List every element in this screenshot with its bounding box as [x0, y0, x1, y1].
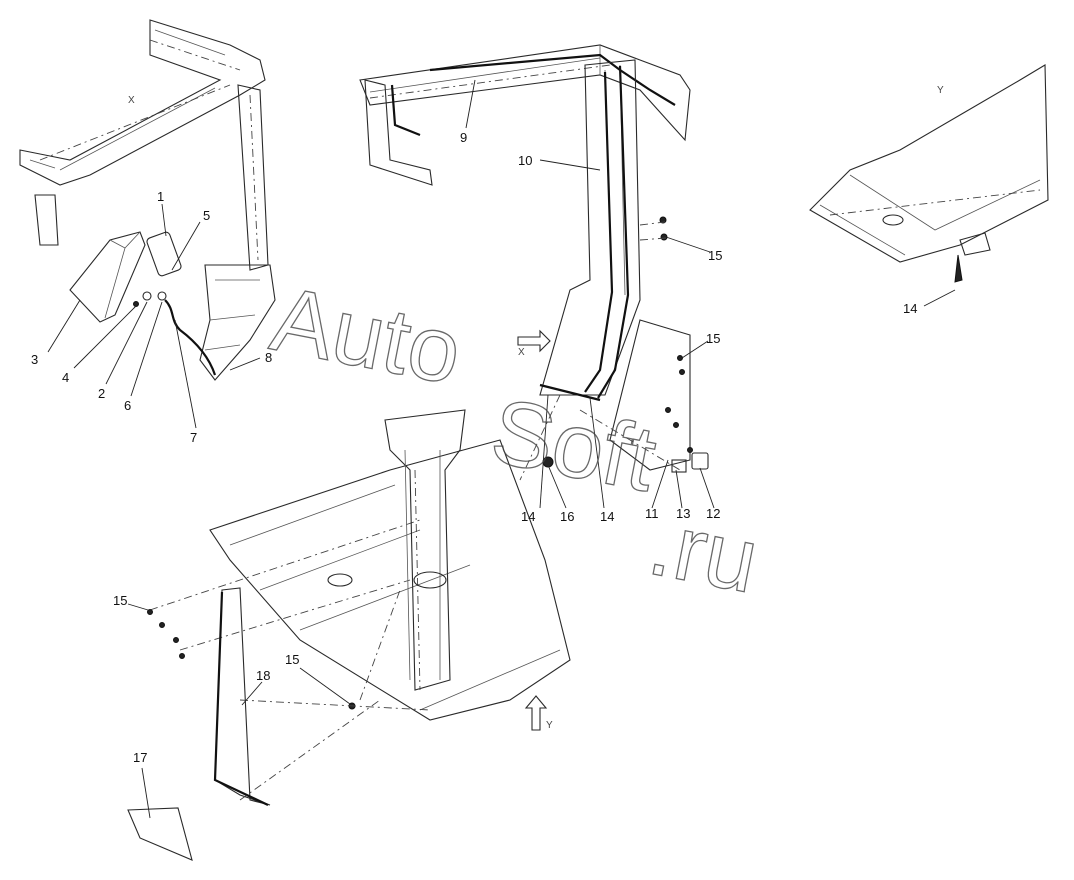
callout-11: 11	[645, 506, 659, 521]
callout-15-a: 15	[708, 248, 722, 263]
callout-12: 12	[706, 506, 720, 521]
view-x-arrow	[517, 329, 551, 353]
part-10-cable	[584, 65, 630, 399]
trim-panels	[127, 587, 431, 861]
callout-15-d: 15	[285, 652, 299, 667]
view-y-arrow	[524, 695, 548, 731]
callout-14-b: 14	[600, 509, 614, 524]
callout-10: 10	[518, 153, 532, 168]
part-17-panel	[127, 807, 193, 861]
svg-text:X: X	[518, 347, 525, 358]
callout-18: 18	[256, 668, 270, 683]
svg-text:Auto: Auto	[264, 268, 469, 404]
callout-9: 9	[460, 130, 467, 145]
callout-labels: 1 5 3 4 2 6 7 8 9 10 15 15 14 16 14 11 1…	[31, 130, 917, 765]
watermark-autosoft: Auto Soft .ru	[263, 267, 766, 613]
part-18-panel	[214, 587, 271, 806]
callout-2: 2	[98, 386, 105, 401]
part-12-plate	[691, 452, 709, 470]
view-x-assembly: X	[19, 19, 276, 381]
callout-15-c: 15	[113, 593, 127, 608]
view-y-label: Y	[937, 85, 944, 96]
part-2-nut	[142, 291, 152, 301]
callout-4: 4	[62, 370, 69, 385]
part-6-washer	[157, 291, 167, 301]
svg-text:.ru: .ru	[641, 492, 766, 613]
callout-16: 16	[560, 509, 574, 524]
lower-floor-frame: Y	[147, 409, 571, 731]
callout-13: 13	[676, 506, 690, 521]
center-upper-frame: X	[359, 44, 709, 481]
part-7-cable	[164, 299, 217, 376]
callout-6: 6	[124, 398, 131, 413]
callout-17: 17	[133, 750, 147, 765]
callout-5: 5	[203, 208, 210, 223]
part-4-screw	[133, 301, 139, 307]
callout-leaders	[47, 79, 956, 819]
part-1-gasket	[146, 231, 182, 277]
callout-8: 8	[265, 350, 272, 365]
callout-14-a: 14	[521, 509, 535, 524]
svg-text:Y: Y	[546, 720, 553, 731]
part-13-bracket	[671, 459, 687, 473]
view-x-label: X	[128, 95, 135, 106]
view-y-assembly: Y	[809, 64, 1049, 283]
callout-15-b: 15	[706, 331, 720, 346]
callout-1: 1	[157, 189, 164, 204]
callout-7: 7	[190, 430, 197, 445]
callout-3: 3	[31, 352, 38, 367]
callout-14-c: 14	[903, 301, 917, 316]
svg-text:Soft: Soft	[484, 380, 664, 511]
